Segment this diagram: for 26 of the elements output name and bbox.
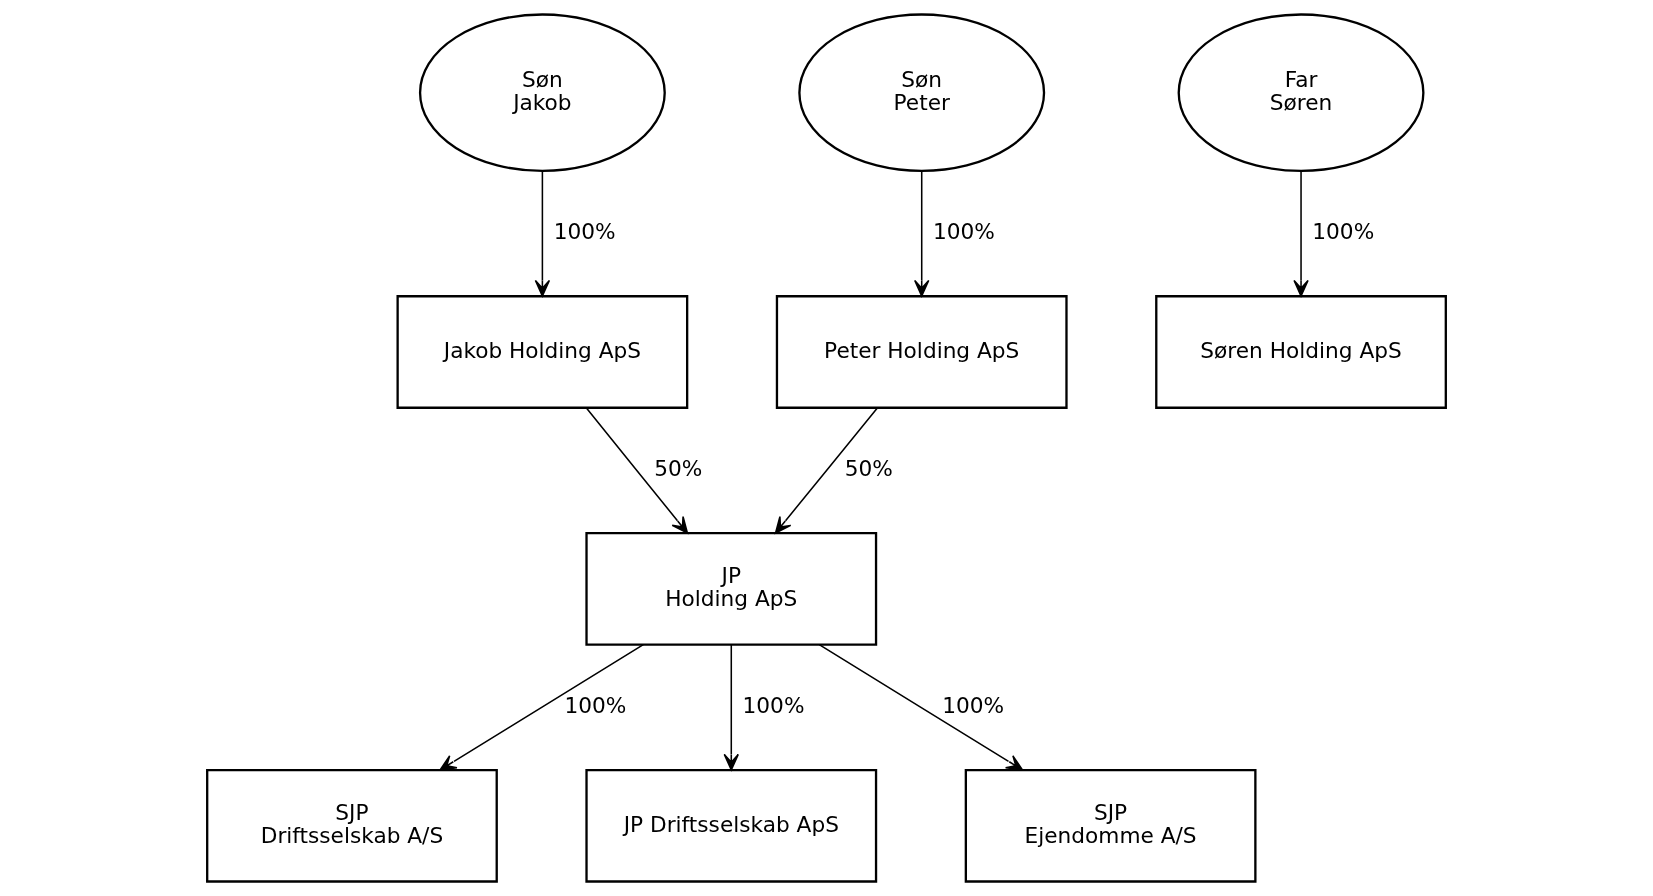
node-box: Peter Holding ApS xyxy=(775,295,1068,409)
arrow xyxy=(534,170,551,297)
node-box: Jakob Holding ApS xyxy=(396,295,689,409)
node-box: SJP Driftsselskab A/S xyxy=(206,768,498,883)
arrow xyxy=(818,643,1024,771)
arrow xyxy=(1293,170,1309,297)
edge-label: 100% xyxy=(932,219,995,245)
edge-label: 100% xyxy=(742,693,805,719)
edge-label: 100% xyxy=(564,693,627,719)
arrow xyxy=(913,170,930,297)
edge-label: 50% xyxy=(654,456,703,482)
arrow xyxy=(585,407,689,534)
node-ellipse: Søn Jakob xyxy=(418,13,666,172)
arrow xyxy=(774,407,879,534)
arrow xyxy=(439,643,645,771)
edge-label: 100% xyxy=(553,219,616,245)
edge-label: 100% xyxy=(1312,219,1375,245)
edge-label: 50% xyxy=(844,456,893,482)
node-box: SJP Ejendomme A/S xyxy=(964,768,1257,883)
node-box: Søren Holding ApS xyxy=(1155,295,1447,409)
node-box: JP Holding ApS xyxy=(585,532,878,646)
node-ellipse: Far Søren xyxy=(1177,13,1425,172)
node-box: JP Driftsselskab ApS xyxy=(585,768,878,883)
node-ellipse: Søn Peter xyxy=(798,13,1046,172)
arrow xyxy=(723,643,740,771)
edge-label: 100% xyxy=(942,693,1005,719)
